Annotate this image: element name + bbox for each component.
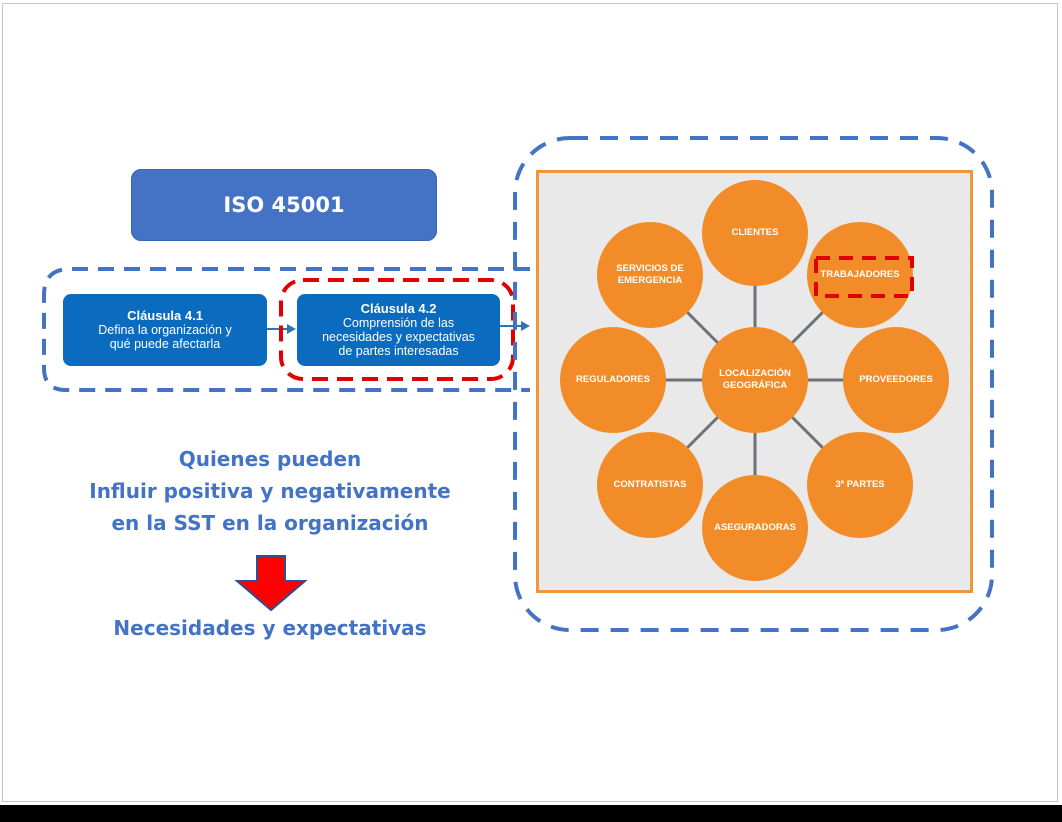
stakeholder-label: 3ª PARTES <box>835 479 885 490</box>
map-dashed-group <box>513 136 994 632</box>
stakeholder-node: CLIENTES <box>702 180 808 286</box>
flow-arrow-4-2-to-map <box>500 321 530 331</box>
message-line: Quienes pueden <box>178 447 362 471</box>
clause-4-2-title: Cláusula 4.2 <box>360 301 437 316</box>
center-label: LOCALIZACIÓN <box>719 368 791 379</box>
stakeholder-label: PROVEEDORES <box>859 374 933 385</box>
stakeholder-node: 3ª PARTES <box>807 432 913 538</box>
flow-arrow-4-1-to-4-2 <box>267 324 296 334</box>
message-line: en la SST en la organización <box>111 511 429 535</box>
clause-4-2-line: de partes interesadas <box>338 344 459 358</box>
iso-title: ISO 45001 <box>223 193 345 217</box>
center-label: GEOGRÁFICA <box>722 380 788 391</box>
message-line: Influir positiva y negativamente <box>89 479 451 503</box>
stakeholder-label: SERVICIOS DE EMERGENCIA <box>616 263 684 286</box>
slide-border <box>2 3 1058 802</box>
down-arrow-icon <box>234 555 308 612</box>
clause-4-1-line: Defina la organización y <box>98 323 232 337</box>
stakeholder-label: ASEGURADORAS <box>714 522 796 533</box>
stakeholder-node: TRABAJADORES <box>807 222 913 328</box>
clause-4-2-line: Comprensión de las <box>342 316 455 330</box>
iso-45001-title-box: ISO 45001 <box>131 169 437 241</box>
influence-message: Quienes pueden Influir positiva y negati… <box>60 443 480 539</box>
slide: ISO 45001 Cláusula 4.1 Defina la organiz… <box>0 0 1062 805</box>
clause-4-2-box: Cláusula 4.2 Comprensión de las necesida… <box>297 294 500 366</box>
clause-4-1-line: qué puede afectarla <box>109 337 221 351</box>
stakeholder-label: CONTRATISTAS <box>613 479 687 490</box>
result-message: Necesidades y expectativas <box>113 616 427 640</box>
clause-4-2-highlight <box>279 278 515 381</box>
clauses-dashed-group <box>42 267 530 392</box>
stakeholder-label: REGULADORES <box>576 374 650 385</box>
stakeholder-node: SERVICIOS DE EMERGENCIA <box>597 222 703 328</box>
stakeholder-node: ASEGURADORAS <box>702 475 808 581</box>
clause-4-2-line: necesidades y expectativas <box>322 330 475 344</box>
stakeholder-label: CLIENTES <box>731 227 779 238</box>
clause-4-1-title: Cláusula 4.1 <box>127 308 203 323</box>
clause-4-1-box: Cláusula 4.1 Defina la organización y qu… <box>63 294 267 366</box>
stakeholder-node: CONTRATISTAS <box>597 432 703 538</box>
stakeholder-node: PROVEEDORES <box>843 327 949 433</box>
stakeholder-label: TRABAJADORES <box>820 269 900 280</box>
stakeholder-node: REGULADORES <box>560 327 666 433</box>
